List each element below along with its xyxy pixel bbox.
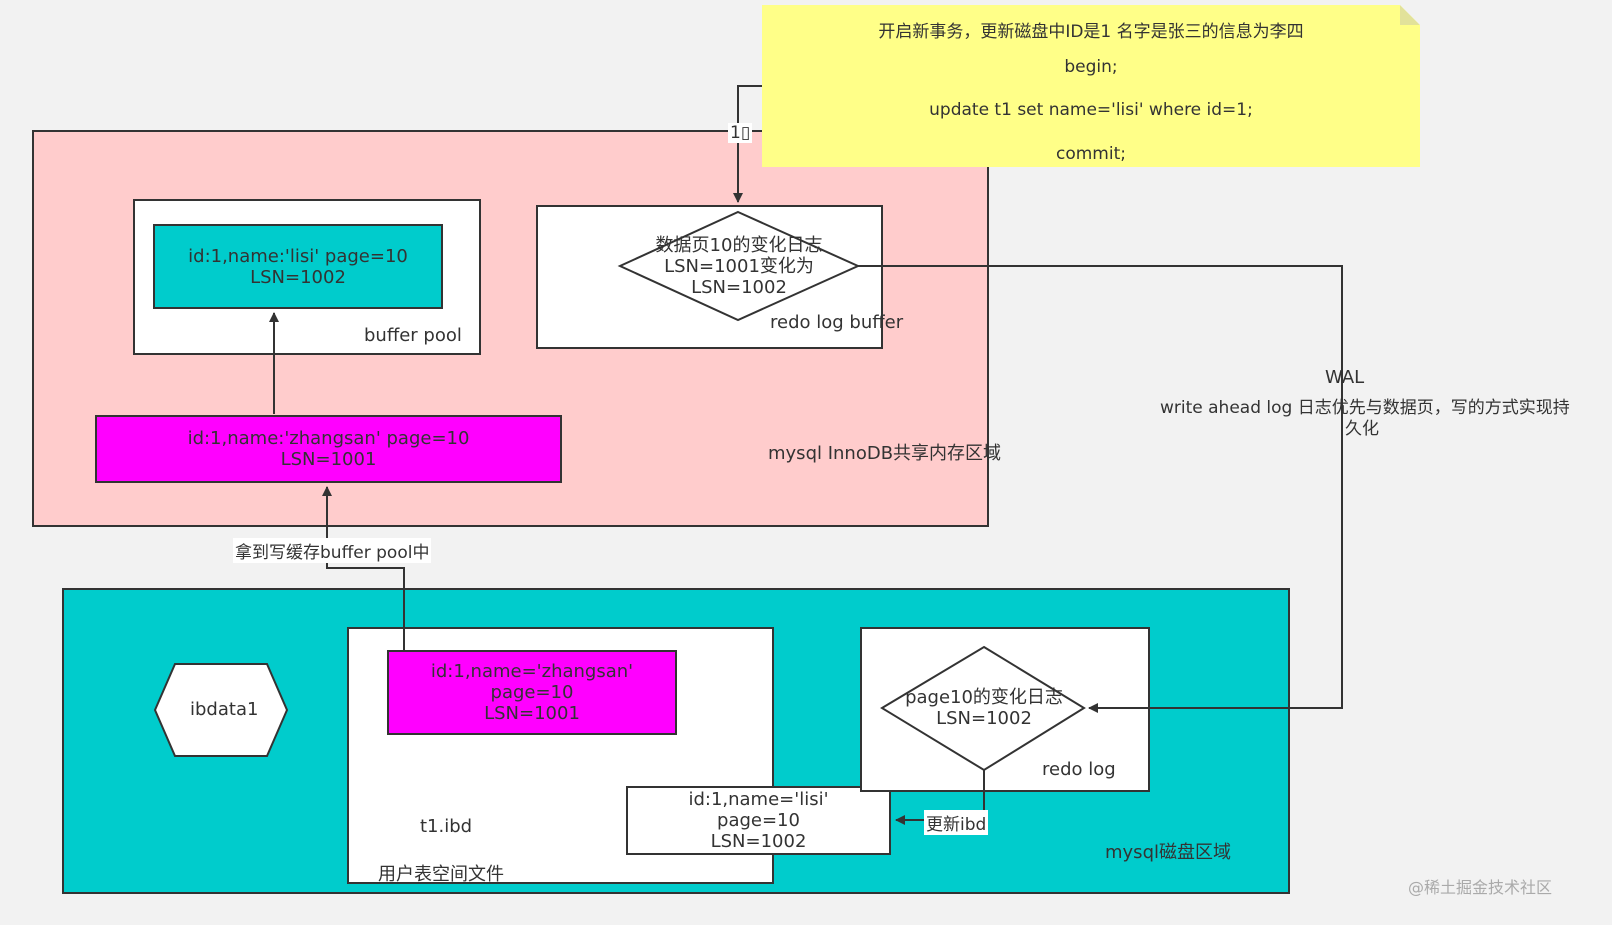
wal-label-line1: WAL: [1325, 367, 1365, 388]
redo-buffer-diamond-text: 数据页10的变化日志 LSN=1001变化为 LSN=1002: [630, 234, 848, 298]
redo-log-label: redo log: [1042, 759, 1116, 780]
disk-page-line2: page=10: [490, 682, 574, 703]
disk-page-line3: LSN=1001: [484, 703, 580, 724]
sticky-note: 开启新事务，更新磁盘中ID是1 名字是张三的信息为李四 begin; updat…: [762, 5, 1420, 167]
note-line2: begin;: [1064, 57, 1118, 77]
updated-page-line2: page=10: [717, 810, 800, 831]
watermark: @稀土掘金技术社区: [1408, 878, 1553, 897]
buffer-pool-page-line2: LSN=1002: [250, 266, 346, 288]
tablespace-label: 用户表空间文件: [378, 864, 504, 885]
redo-buffer-line1: 数据页10的变化日志: [655, 234, 823, 256]
updated-page-line3: LSN=1002: [710, 831, 807, 852]
ibdata-label: ibdata1: [190, 699, 259, 720]
ibdata-hexagon: [153, 663, 289, 757]
buffer-pool-label: buffer pool: [364, 325, 462, 346]
disk-to-memory-arrow: [322, 486, 405, 650]
t1-ibd-label: t1.ibd: [420, 816, 473, 837]
wal-arrow: [858, 265, 1343, 713]
loaded-page-memory: id:1,name:'zhangsan' page=10 LSN=1001: [95, 415, 562, 483]
note-fold-icon: [1400, 5, 1420, 25]
load-to-buffer-label: 拿到写缓存buffer pool中: [233, 538, 432, 563]
note-line3: update t1 set name='lisi' where id=1;: [929, 100, 1253, 120]
update-ibd-label: 更新ibd: [924, 810, 989, 835]
note-line1: 开启新事务，更新磁盘中ID是1 名字是张三的信息为李四: [878, 22, 1304, 42]
redo-buffer-line3: LSN=1002: [691, 276, 787, 298]
disk-page-line1: id:1,name='zhangsan': [430, 661, 634, 682]
note-arrow-label: 1▯: [728, 123, 753, 143]
redo-buffer-line2: LSN=1001变化为: [664, 255, 814, 277]
redo-log-line1: page10的变化日志: [905, 687, 1063, 708]
wal-label-line3: 久化: [1345, 419, 1379, 439]
loaded-page-line2: LSN=1001: [280, 449, 377, 470]
wal-label-line2: write ahead log 日志优先与数据页，写的方式实现持: [1160, 398, 1570, 418]
redo-log-diamond-text: page10的变化日志 LSN=1002: [890, 686, 1078, 730]
memory-region-label: mysql InnoDB共享内存区域: [768, 443, 1002, 464]
redo-log-line2: LSN=1002: [936, 708, 1032, 729]
note-line4: commit;: [1056, 144, 1126, 164]
buffer-pool-page-line1: id:1,name:'lisi' page=10: [188, 245, 408, 267]
disk-page-zhangsan: id:1,name='zhangsan' page=10 LSN=1001: [387, 650, 677, 735]
disk-region-label: mysql磁盘区域: [1105, 842, 1231, 863]
loaded-page-line1: id:1,name:'zhangsan' page=10: [187, 428, 470, 449]
disk-page-lisi: id:1,name='lisi' page=10 LSN=1002: [626, 786, 891, 855]
redo-buffer-diamond: [617, 210, 861, 322]
redo-log-buffer-label: redo log buffer: [770, 312, 904, 333]
note-to-buffer-arrow: [733, 85, 762, 203]
buffer-pool-page: id:1,name:'lisi' page=10 LSN=1002: [153, 224, 443, 309]
updated-page-line1: id:1,name='lisi': [688, 789, 829, 810]
